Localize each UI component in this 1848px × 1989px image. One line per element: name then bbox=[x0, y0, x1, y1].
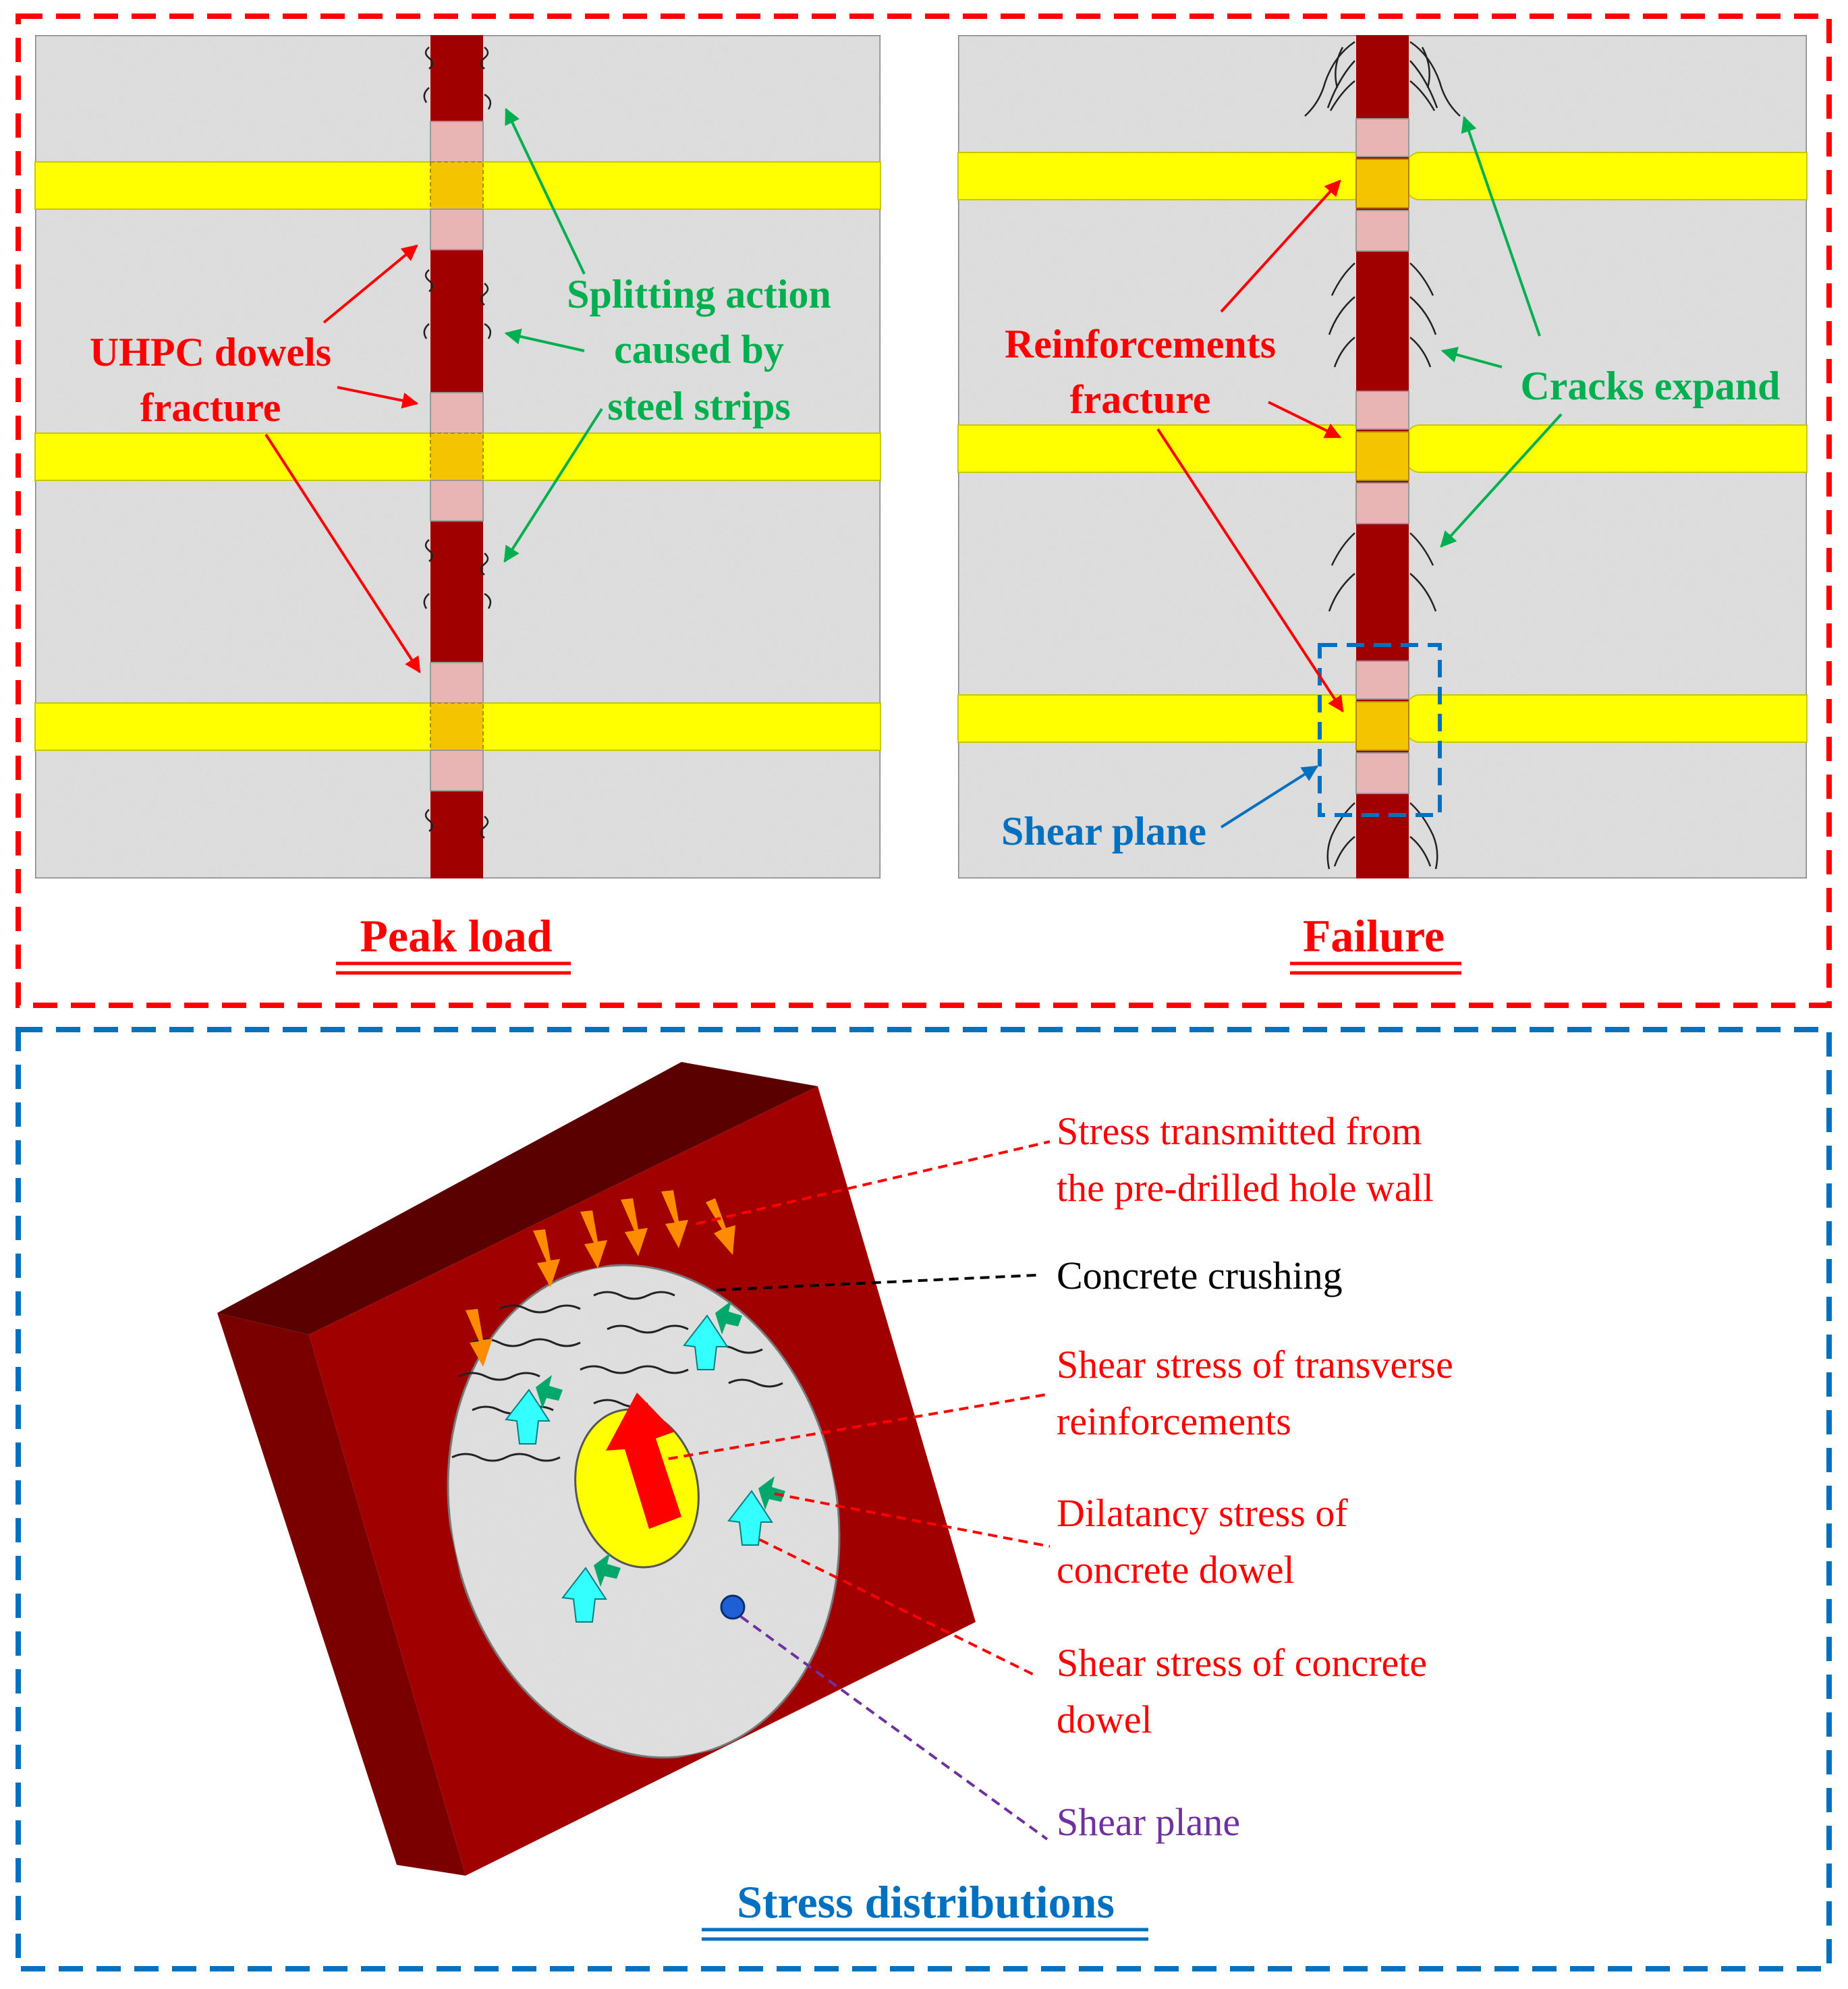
panel-stress-distributions: Stress transmitted from the pre-drilled … bbox=[217, 1062, 1453, 1941]
hole-wall-stress-arrows bbox=[466, 1190, 735, 1367]
failure-shear-plane-label: Shear plane bbox=[1001, 809, 1206, 853]
peak-dowel-1 bbox=[430, 121, 484, 250]
failure-cracks-arrow-3 bbox=[1440, 413, 1563, 548]
failure-reinf-arrow-1 bbox=[1220, 179, 1341, 313]
failure-cracks bbox=[1304, 40, 1461, 870]
panel-peak-load: UHPC dowels fracture Splitting action ca… bbox=[34, 34, 882, 975]
peak-dowels-arrow-2 bbox=[337, 386, 419, 409]
leader-shear-plane bbox=[739, 1615, 1048, 1841]
peak-dowels-label-1: UHPC dowels bbox=[90, 330, 331, 374]
failure-dowel-2 bbox=[1355, 391, 1409, 524]
peak-split-label-2: caused by bbox=[614, 327, 784, 372]
label-shear-plane: Shear plane bbox=[1057, 1800, 1240, 1844]
peak-dowel-2 bbox=[430, 392, 484, 522]
leader-transmitted bbox=[696, 1140, 1051, 1225]
peak-cracks bbox=[423, 47, 492, 839]
failure-shear-plane-box bbox=[1318, 643, 1442, 817]
dilatancy-arrows bbox=[536, 1301, 785, 1587]
peak-split-label-3: steel strips bbox=[607, 384, 791, 428]
label-dowel-shear-2: dowel bbox=[1057, 1698, 1152, 1741]
peak-title: Peak load bbox=[360, 910, 552, 961]
label-transmitted-1: Stress transmitted from bbox=[1057, 1109, 1422, 1153]
plate-top-face bbox=[217, 1062, 818, 1335]
peak-split-arrow-2 bbox=[504, 329, 585, 352]
failure-reinf-arrow-2 bbox=[1268, 401, 1342, 439]
label-transverse-2: reinforcements bbox=[1057, 1399, 1291, 1443]
failure-dowel-3 bbox=[1355, 661, 1409, 794]
leader-transverse bbox=[652, 1393, 1051, 1463]
leader-dowel-shear bbox=[759, 1538, 1037, 1677]
peak-split-arrow-1 bbox=[505, 107, 586, 275]
stress-title: Stress distributions bbox=[737, 1876, 1115, 1928]
peak-split-label-1: Splitting action bbox=[567, 272, 831, 316]
plate-side-face bbox=[217, 1313, 466, 1876]
peak-dowels-arrow-1 bbox=[323, 244, 418, 324]
peak-dowels-label-2: fracture bbox=[140, 385, 281, 430]
failure-dowel-1 bbox=[1355, 118, 1409, 252]
peak-dowels-arrow-3 bbox=[264, 433, 421, 674]
failure-shear-plane-arrow bbox=[1220, 765, 1319, 829]
label-dilatancy-1: Dilatancy stress of bbox=[1057, 1491, 1348, 1535]
leader-crushing bbox=[716, 1274, 1037, 1291]
label-dowel-shear-1: Shear stress of concrete bbox=[1057, 1641, 1427, 1685]
failure-cracks-arrow-1 bbox=[1461, 115, 1541, 337]
label-dilatancy-2: concrete dowel bbox=[1057, 1548, 1295, 1592]
leader-dilatancy bbox=[774, 1492, 1051, 1548]
failure-reinf-label-2: fracture bbox=[1070, 377, 1211, 422]
dowel-shear-arrows bbox=[505, 1314, 773, 1623]
failure-reinf-arrow-3 bbox=[1156, 428, 1344, 713]
top-frame bbox=[16, 13, 1832, 1008]
failure-cracks-arrow-2 bbox=[1440, 347, 1503, 368]
label-transmitted-2: the pre-drilled hole wall bbox=[1057, 1166, 1434, 1210]
panel-failure: Reinforcements fracture Cracks expand Sh… bbox=[957, 34, 1808, 975]
peak-dowel-3 bbox=[430, 662, 484, 791]
label-crushing: Concrete crushing bbox=[1057, 1254, 1343, 1297]
peak-split-arrow-3 bbox=[503, 408, 603, 563]
failure-title: Failure bbox=[1303, 910, 1445, 961]
label-transverse-1: Shear stress of transverse bbox=[1057, 1343, 1453, 1386]
shear-plane-point bbox=[720, 1594, 746, 1620]
failure-reinf-label-1: Reinforcements bbox=[1005, 322, 1276, 366]
bottom-frame bbox=[16, 1027, 1832, 1971]
failure-cracks-label: Cracks expand bbox=[1520, 364, 1780, 408]
transverse-shear-arrow bbox=[606, 1393, 681, 1529]
